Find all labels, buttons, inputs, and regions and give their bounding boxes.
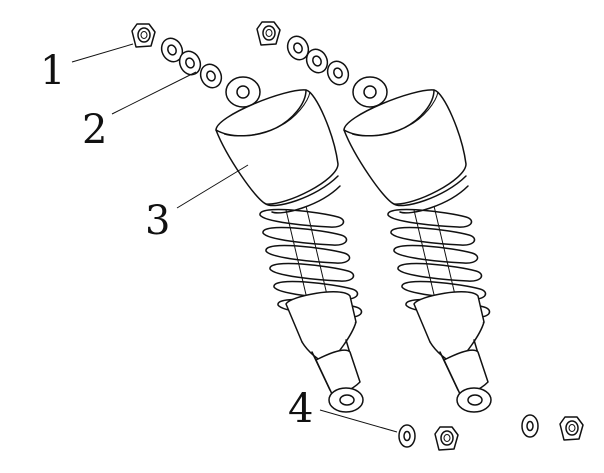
leader-line-1 xyxy=(71,43,134,63)
right-hardware-stack xyxy=(256,21,388,108)
left-bottom-hardware xyxy=(398,424,459,451)
leader-line-2 xyxy=(111,71,197,115)
right-shock-absorber xyxy=(344,90,491,412)
nut-icon xyxy=(434,426,459,451)
callout-2: 2 xyxy=(82,107,107,153)
callout-3: 3 xyxy=(145,198,170,244)
callout-4: 4 xyxy=(288,386,313,432)
left-hardware-stack xyxy=(131,23,261,108)
bushing-top-icon xyxy=(352,76,388,108)
nut-icon xyxy=(256,21,281,46)
callout-1: 1 xyxy=(40,48,65,94)
washer-icon xyxy=(398,424,416,448)
nut-icon xyxy=(131,23,156,48)
leader-line-4 xyxy=(319,409,398,433)
washer-icon xyxy=(521,414,539,438)
leader-lines xyxy=(71,43,398,433)
bushing-top-icon xyxy=(225,76,261,108)
nut-icon xyxy=(559,416,584,441)
leader-line-3 xyxy=(176,164,249,209)
left-shock-absorber xyxy=(216,90,363,412)
right-bottom-hardware xyxy=(521,414,584,441)
